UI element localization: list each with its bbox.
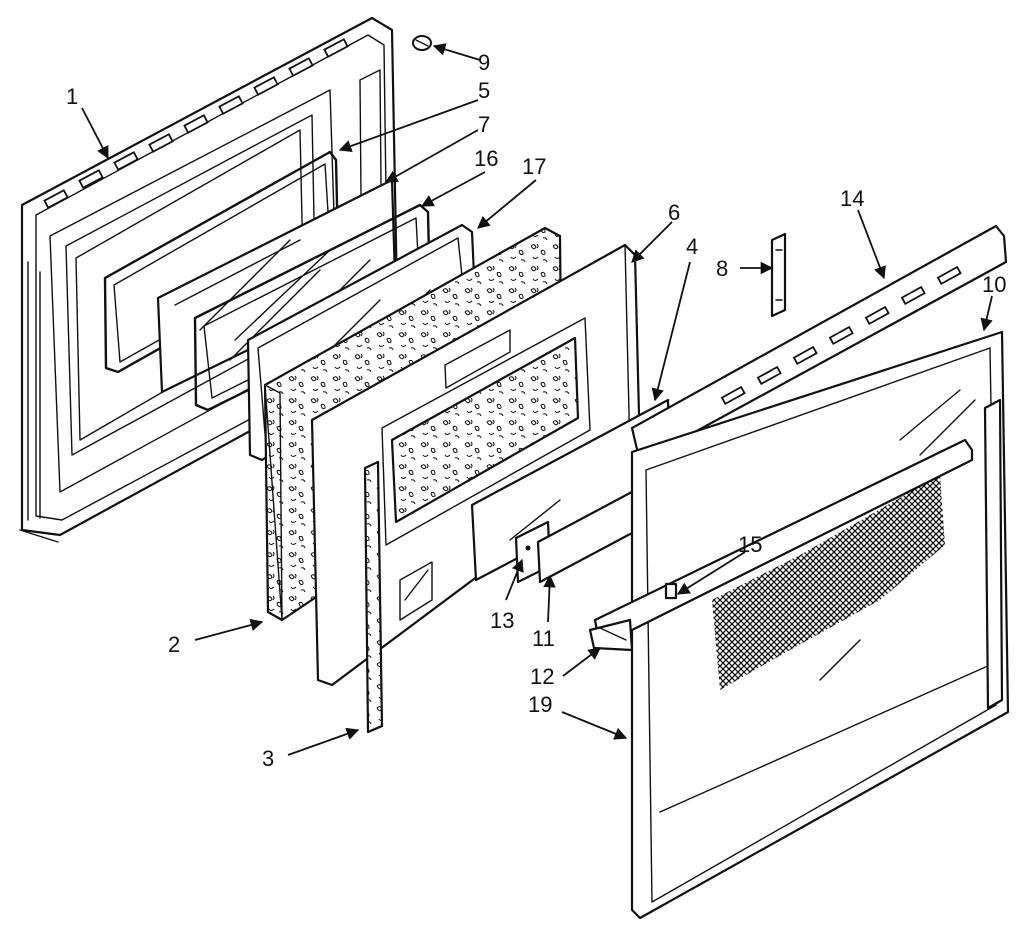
vent-slots <box>43 38 349 209</box>
callout-5: 5 <box>478 78 490 103</box>
side-trim <box>363 460 384 734</box>
callout-labels: 1 2 3 4 5 6 7 8 9 10 11 12 13 14 15 16 1… <box>66 50 1006 771</box>
callout-14: 14 <box>840 186 864 211</box>
callout-16: 16 <box>474 146 498 171</box>
screw <box>412 35 432 51</box>
callout-2: 2 <box>168 632 180 657</box>
callout-4: 4 <box>686 234 698 259</box>
vent-slots-top <box>720 265 962 406</box>
label-tag <box>664 582 678 600</box>
clip <box>770 232 787 318</box>
callout-11: 11 <box>532 626 555 651</box>
callout-19: 19 <box>528 692 552 717</box>
callout-1: 1 <box>66 84 78 109</box>
callout-13: 13 <box>490 608 514 633</box>
top-vent-trim <box>630 224 1008 464</box>
callout-3: 3 <box>262 746 274 771</box>
callout-12: 12 <box>530 664 554 689</box>
callout-9: 9 <box>478 50 490 75</box>
callout-17: 17 <box>522 154 546 179</box>
callout-6: 6 <box>668 200 680 225</box>
callout-10: 10 <box>982 272 1006 297</box>
callout-8: 8 <box>716 256 728 281</box>
callout-7: 7 <box>478 112 490 137</box>
callout-leaders <box>81 43 993 756</box>
callout-15: 15 <box>738 532 762 557</box>
